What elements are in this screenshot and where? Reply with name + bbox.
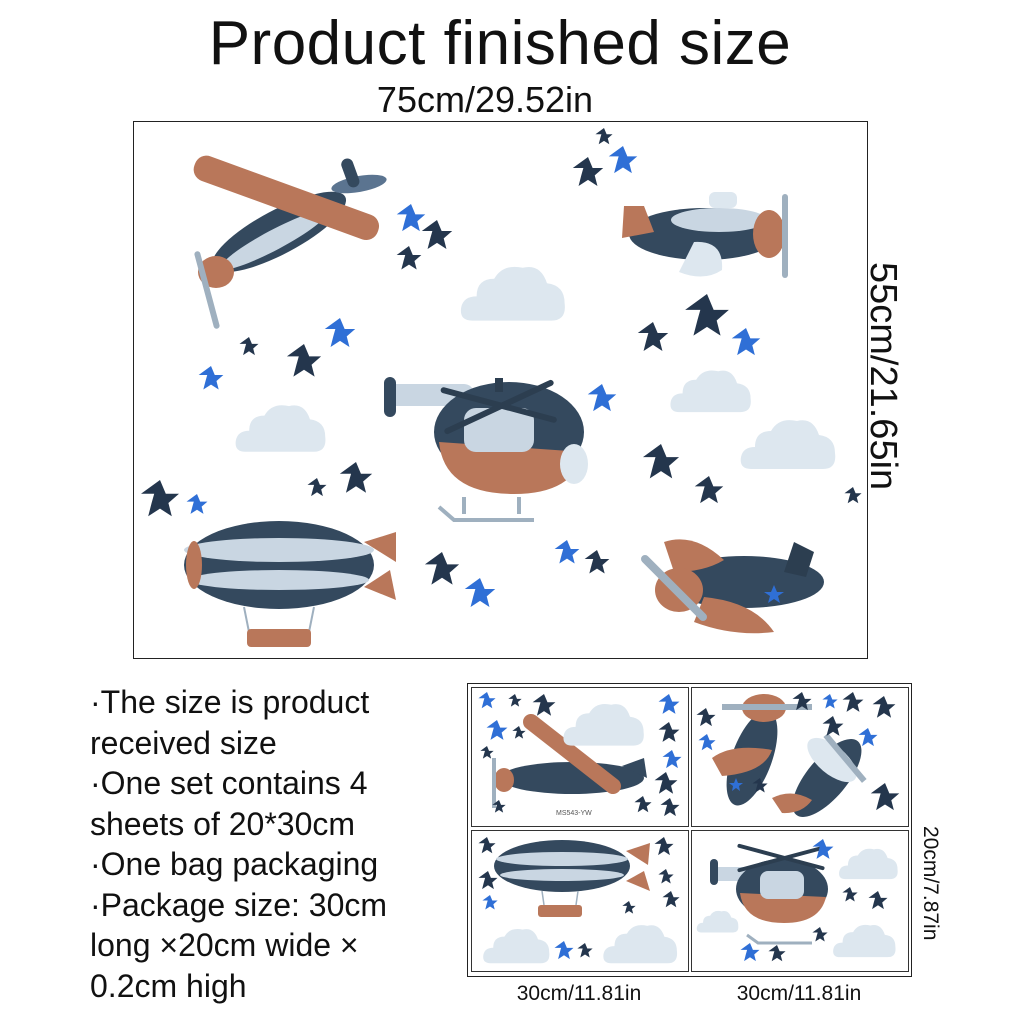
star-icon xyxy=(662,750,682,769)
finished-width-label: 75cm/29.52in xyxy=(376,79,594,120)
star-icon xyxy=(482,895,498,910)
star-icon xyxy=(421,220,453,249)
star-icon xyxy=(822,716,844,736)
sheet-2-airplane-icon xyxy=(772,733,867,817)
sheet-2-airplane-icon xyxy=(712,694,812,806)
star-icon xyxy=(868,891,888,910)
sheet-4-helicopter-icon xyxy=(710,843,828,945)
cloud-icon xyxy=(563,704,644,746)
star-icon xyxy=(464,578,496,607)
star-icon xyxy=(478,837,496,854)
star-icon xyxy=(731,328,761,356)
star-icon xyxy=(694,476,724,504)
sheet-width-label-1: 30cm/11.81in xyxy=(516,982,642,1005)
sheet-height-label: 20cm/7.87in xyxy=(919,826,942,941)
sheet-set-frame: MS543-YW xyxy=(467,683,912,977)
cloud-icon xyxy=(235,405,326,452)
cloud-icon xyxy=(603,925,678,964)
star-icon xyxy=(660,798,680,817)
star-icon xyxy=(740,943,760,962)
star-icon xyxy=(870,783,900,811)
airplane-bottom-right-icon xyxy=(641,539,824,634)
star-icon xyxy=(478,692,496,709)
airplane-top-left-icon xyxy=(193,155,387,329)
star-icon xyxy=(637,322,669,351)
sheet-1: MS543-YW xyxy=(471,687,689,827)
star-icon xyxy=(658,694,680,714)
star-icon xyxy=(396,246,422,270)
sheet-2 xyxy=(691,687,909,827)
star-icon xyxy=(424,552,460,585)
star-icon xyxy=(584,550,610,574)
helicopter-icon xyxy=(384,377,588,522)
wall-decal-illustration xyxy=(141,128,862,647)
star-icon xyxy=(844,487,862,504)
star-icon xyxy=(198,366,224,390)
star-icon xyxy=(532,694,556,716)
cloud-icon xyxy=(670,370,751,413)
sheet-code: MS543-YW xyxy=(556,810,592,817)
star-icon xyxy=(478,871,498,890)
star-icon xyxy=(822,694,838,709)
star-icon xyxy=(608,146,638,174)
finished-height-label: 55cm/21.65in xyxy=(862,262,904,491)
star-icon xyxy=(572,157,604,186)
cloud-icon xyxy=(740,420,836,469)
star-icon xyxy=(634,796,652,813)
star-icon xyxy=(396,204,426,232)
star-icon xyxy=(141,480,179,517)
page-title: Product finished size xyxy=(208,9,792,78)
star-icon xyxy=(696,708,716,727)
star-icon xyxy=(186,494,208,514)
sheet-3-airship-icon xyxy=(494,840,650,917)
star-icon xyxy=(662,891,680,908)
cloud-icon xyxy=(460,266,565,321)
star-icon xyxy=(658,869,674,884)
star-icon xyxy=(654,772,678,794)
star-icon xyxy=(480,746,494,759)
star-icon xyxy=(698,734,716,751)
star-icon xyxy=(812,927,828,942)
star-icon xyxy=(858,728,878,747)
airship-icon xyxy=(184,521,396,647)
sheet-4 xyxy=(691,830,909,972)
star-icon xyxy=(286,344,322,377)
star-icon xyxy=(622,901,636,914)
star-icon xyxy=(307,478,327,497)
star-icon xyxy=(642,444,680,479)
star-icon xyxy=(508,694,522,707)
star-icon xyxy=(587,384,617,412)
note-item: ·The size is product received size xyxy=(90,684,370,761)
star-icon xyxy=(658,722,680,742)
star-icon xyxy=(554,540,580,564)
note-item: ·One bag packaging xyxy=(90,846,379,882)
star-icon xyxy=(554,941,574,960)
sheet-3 xyxy=(471,830,689,972)
star-icon xyxy=(339,462,373,493)
note-item: ·One set contains 4 sheets of 20*30cm xyxy=(90,765,368,842)
star-icon xyxy=(595,128,613,145)
airplane-top-right-icon xyxy=(622,192,788,278)
star-icon xyxy=(685,294,729,336)
star-icon xyxy=(486,720,508,740)
star-icon xyxy=(842,887,858,902)
cloud-icon xyxy=(483,928,550,964)
finished-layout-frame xyxy=(133,121,868,659)
product-notes: ·The size is product received size ·One … xyxy=(90,682,450,1006)
star-icon xyxy=(842,692,864,712)
star-icon xyxy=(324,318,356,347)
star-icon xyxy=(577,943,593,958)
star-icon xyxy=(768,945,786,962)
cloud-icon xyxy=(839,848,898,880)
star-icon xyxy=(239,337,259,356)
sheet-width-label-2: 30cm/11.81in xyxy=(736,982,862,1005)
star-icon xyxy=(512,726,526,739)
star-icon xyxy=(872,696,896,718)
note-item: ·Package size: 30cm long ×20cm wide × 0.… xyxy=(90,886,388,1004)
cloud-icon xyxy=(696,910,739,933)
star-icon xyxy=(654,837,674,856)
sheet-1-airplane-icon xyxy=(492,713,647,808)
cloud-icon xyxy=(833,924,896,958)
